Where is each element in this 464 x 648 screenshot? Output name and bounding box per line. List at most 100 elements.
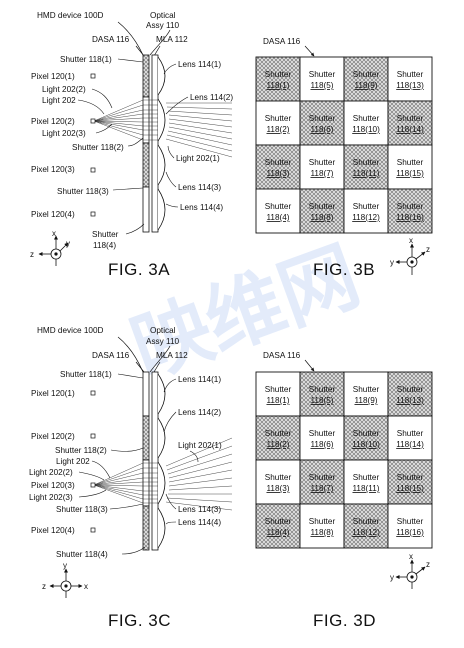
fig3b-shutter-cell-label: Shutter	[397, 202, 424, 211]
fig3c-mla-label: MLA 112	[156, 351, 188, 360]
fig3b-shutter-cell-ref: 118(5)	[310, 81, 333, 90]
fig3a-lens-2-label: Lens 114(2)	[190, 93, 233, 102]
fig3b-shutter-cell-box	[299, 144, 345, 190]
fig3b-axis-triad: x y z	[390, 236, 430, 275]
fig3c-pixel-4-label: Pixel 120(4)	[31, 526, 75, 535]
fig3b-shutter-cell-ref: 118(7)	[310, 169, 333, 178]
fig3c-dasa-label: DASA 116	[92, 351, 130, 360]
fig3c-light-rays	[93, 437, 233, 511]
fig3c-dasa-shutter-4	[142, 505, 150, 551]
fig3d-shutter-cell-ref: 118(10)	[352, 440, 380, 449]
fig3b-shutter-cell: Shutter 118(7)	[299, 144, 345, 190]
fig3b-shutter-cell-ref: 118(15)	[396, 169, 424, 178]
fig3b-shutter-cell-label: Shutter	[309, 114, 336, 123]
fig3b-shutter-cell-label: Shutter	[397, 158, 424, 167]
fig3c-axis-x: x	[84, 582, 88, 591]
fig3a-dasa-label: DASA 116	[92, 35, 130, 44]
fig3b-shutter-cell-box	[387, 56, 433, 102]
fig3b-shutter-cell: Shutter 118(10)	[343, 100, 389, 146]
fig3b-shutter-cell-box	[343, 56, 389, 102]
fig3b-axis-z: z	[426, 245, 430, 254]
fig3a-dasa-shutter-1	[142, 54, 150, 98]
fig3c-mla-bar	[151, 371, 159, 551]
fig3b-shutter-cell-box	[343, 100, 389, 146]
fig3c-lens-2	[157, 417, 166, 459]
fig3b-axis-y: y	[390, 258, 394, 267]
fig3b-shutter-cell-label: Shutter	[265, 114, 292, 123]
fig-3a: HMD device 100D Optical Assy 110 DASA 11…	[30, 11, 233, 279]
fig3a-light-2022-label: Light 202(2)	[42, 85, 86, 94]
fig3c-shutter-4-label: Shutter 118(4)	[56, 550, 108, 559]
fig3b-shutter-cell-label: Shutter	[397, 70, 424, 79]
fig3b-shutter-cell-label: Shutter	[265, 70, 292, 79]
fig3a-lens-1	[157, 56, 166, 96]
fig3c-lens-4-label: Lens 114(4)	[178, 518, 221, 527]
fig3d-shutter-cell-box	[343, 503, 389, 549]
fig3a-shutter-1-label: Shutter 118(1)	[60, 55, 112, 64]
fig3d-shutter-cell-label: Shutter	[353, 385, 380, 394]
fig3a-lens-3	[157, 144, 166, 186]
fig3a-axis-z: z	[30, 250, 34, 259]
fig3d-shutter-cell-box	[343, 459, 389, 505]
fig3b-shutter-cell-label: Shutter	[353, 114, 380, 123]
fig3b-shutter-cell-ref: 118(10)	[352, 125, 380, 134]
fig3b-shutter-cell-ref: 118(2)	[266, 125, 289, 134]
fig3b-axis-x: x	[409, 236, 413, 245]
fig3a-pixel-3-label: Pixel 120(3)	[31, 165, 75, 174]
fig3b-shutter-cell-ref: 118(14)	[396, 125, 424, 134]
fig3c-light-2021-label: Light 202(1)	[178, 441, 222, 450]
fig3a-lens-2	[157, 98, 166, 142]
fig3c-lens-1-label: Lens 114(1)	[178, 375, 221, 384]
fig3d-axis-triad: x y z	[390, 552, 430, 589]
fig3a-mla-label: MLA 112	[156, 35, 188, 44]
fig3c-lens-2-label: Lens 114(2)	[178, 408, 221, 417]
fig3b-shutter-cell-box	[343, 144, 389, 190]
fig3c-light-202-label: Light 202	[56, 457, 90, 466]
fig3d-shutter-cell-box	[299, 503, 345, 549]
fig3d-shutter-cell: Shutter 118(13)	[387, 371, 433, 417]
fig3b-shutter-cell-ref: 118(16)	[396, 213, 424, 222]
fig3d-shutter-cell-ref: 118(13)	[396, 396, 424, 405]
fig3b-shutter-cell: Shutter 118(16)	[387, 188, 433, 234]
fig3d-shutter-cell-box	[387, 459, 433, 505]
fig3d-shutter-cell-box	[255, 371, 301, 417]
fig3d-shutter-cell-label: Shutter	[265, 429, 292, 438]
fig3d-shutter-grid: Shutter118(1)Shutter118(5)Shutter118(9)S…	[255, 371, 433, 549]
fig3d-shutter-cell-ref: 118(3)	[266, 484, 289, 493]
fig3c-axis-y: y	[63, 561, 67, 570]
fig3d-shutter-cell-box	[387, 371, 433, 417]
fig3b-shutter-cell-ref: 118(8)	[310, 213, 333, 222]
fig3d-shutter-cell-box	[343, 415, 389, 461]
fig3d-shutter-cell-label: Shutter	[397, 385, 424, 394]
fig3d-dasa-label: DASA 116	[263, 351, 301, 360]
fig3b-shutter-cell-box	[299, 188, 345, 234]
fig3b-dasa-label: DASA 116	[263, 37, 301, 46]
fig3b-shutter-cell-label: Shutter	[353, 158, 380, 167]
fig3c-shutter-2-label: Shutter 118(2)	[55, 446, 107, 455]
fig3d-shutter-cell-ref: 118(11)	[352, 484, 379, 493]
fig3c-optical-label: Optical	[150, 326, 176, 335]
fig3c-light-2022-label: Light 202(2)	[29, 468, 73, 477]
fig3b-shutter-cell-box	[343, 188, 389, 234]
fig3a-pixel-1-label: Pixel 120(1)	[31, 72, 75, 81]
fig3a-light-202-label: Light 202	[42, 96, 76, 105]
fig3b-shutter-cell-label: Shutter	[309, 158, 336, 167]
fig3d-caption: FIG. 3D	[313, 611, 376, 630]
fig3c-light-2023-label: Light 202(3)	[29, 493, 73, 502]
fig3a-pixel-4-label: Pixel 120(4)	[31, 210, 75, 219]
